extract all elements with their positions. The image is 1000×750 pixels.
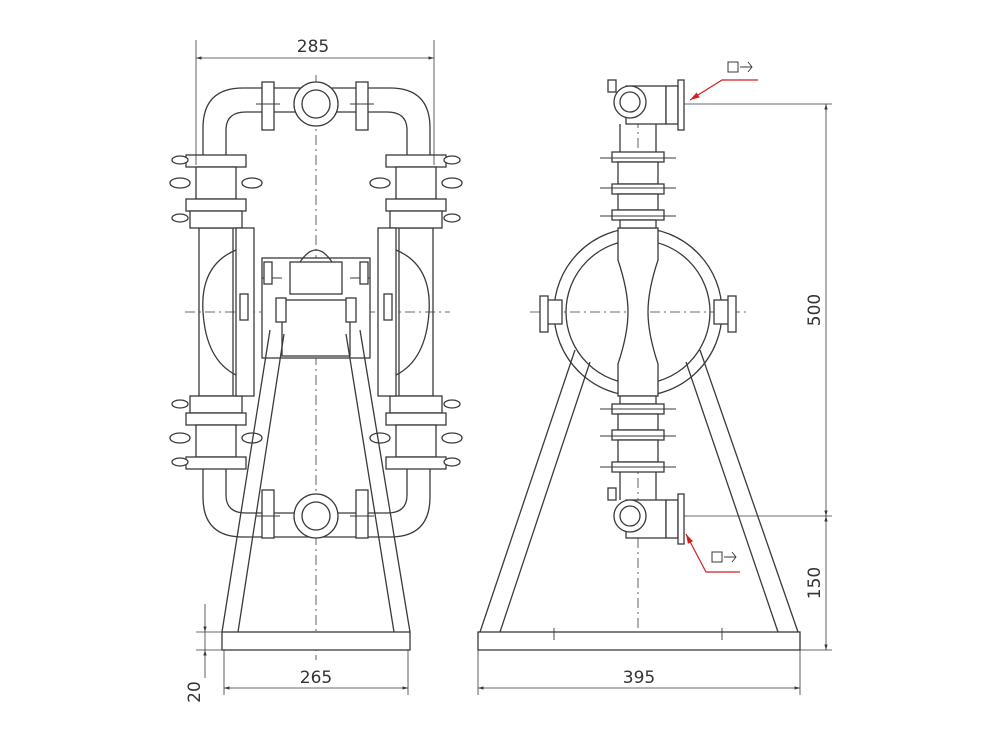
right-lower-valve-block <box>369 395 463 470</box>
left-lower-valve-block <box>169 395 263 470</box>
inlet-flow-arrow <box>685 533 740 573</box>
side-dimensions: 395 500 150 <box>477 103 832 695</box>
side-top-elbow <box>607 79 685 152</box>
bottom-left-clamp <box>261 489 275 539</box>
bottom-inlet-port <box>293 493 339 539</box>
left-diaphragm-chamber <box>202 249 237 376</box>
side-lower-valve-stack <box>600 395 676 473</box>
top-right-clamp <box>355 81 369 131</box>
top-left-clamp <box>261 81 275 131</box>
front-dimensions: 285 265 20 <box>185 37 435 703</box>
central-column <box>617 227 659 397</box>
dim-side-base-width: 395 <box>623 668 655 688</box>
dim-front-base-height: 20 <box>185 681 205 703</box>
side-bottom-elbow <box>607 472 685 545</box>
left-upper-valve-block <box>169 154 263 229</box>
top-outlet-port <box>293 81 339 127</box>
outlet-flow-arrow <box>689 61 758 101</box>
bottom-right-clamp <box>355 489 369 539</box>
dim-side-outlet-height: 150 <box>805 567 825 599</box>
right-upper-valve-block <box>369 154 463 229</box>
front-stand <box>221 329 411 651</box>
side-upper-valve-stack <box>600 151 676 229</box>
air-inlet-cap <box>299 249 333 263</box>
side-stand <box>477 349 801 651</box>
right-diaphragm-chamber <box>395 249 430 376</box>
outlet-symbol-icon <box>727 61 739 73</box>
bottom-inlet-bore <box>301 501 331 531</box>
side-view <box>477 61 801 651</box>
dim-front-base-width: 265 <box>300 668 332 688</box>
air-valve-housing <box>289 261 343 295</box>
center-bolts <box>239 261 393 323</box>
top-outlet-bore <box>301 89 331 119</box>
dim-side-height: 500 <box>805 294 825 326</box>
front-view <box>169 75 463 660</box>
inlet-symbol-icon <box>711 551 723 563</box>
dim-front-width: 285 <box>297 37 329 57</box>
